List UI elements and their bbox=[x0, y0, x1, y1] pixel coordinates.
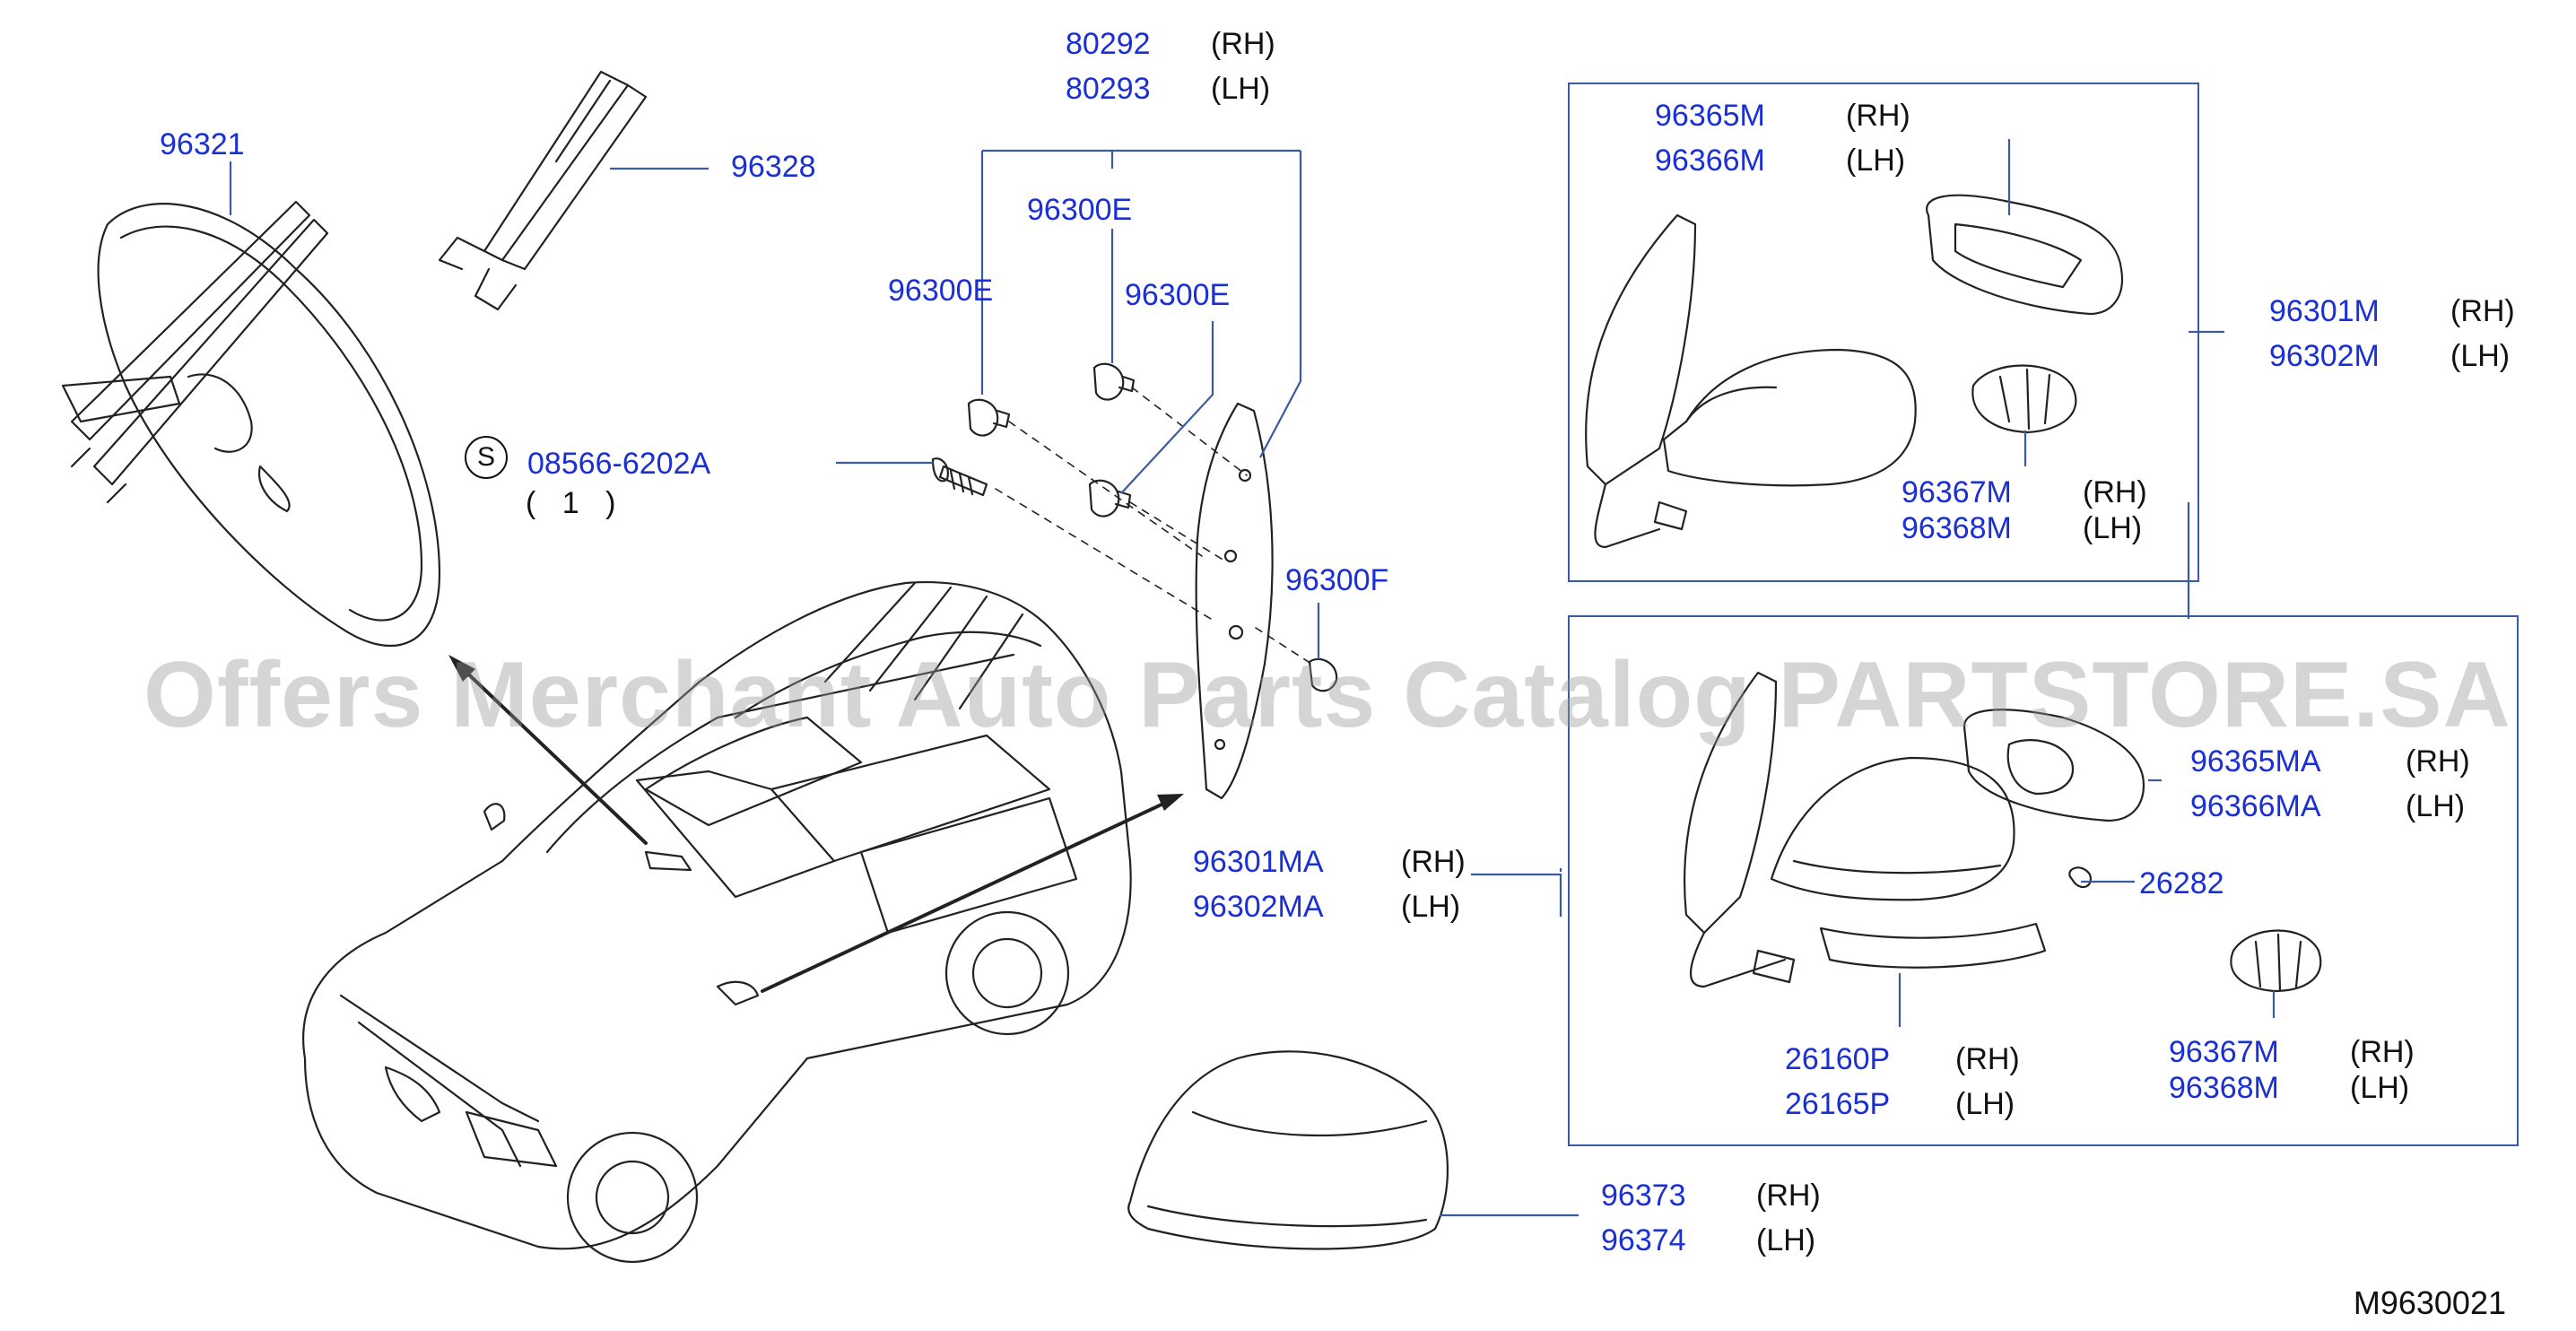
lower-assembly-box bbox=[1568, 615, 2519, 1146]
label-96373[interactable]: 96373 bbox=[1601, 1179, 1686, 1213]
side-96368m-bottom: (LH) bbox=[2350, 1071, 2410, 1105]
label-96300f[interactable]: 96300F bbox=[1285, 563, 1389, 597]
label-96365m[interactable]: 96365M bbox=[1655, 99, 1765, 133]
mirror-assembly-top-drawing bbox=[1585, 194, 2124, 549]
side-96365m: (RH) bbox=[1846, 99, 1910, 133]
upper-assembly-box bbox=[1568, 83, 2199, 582]
label-96367m-top[interactable]: 96367M bbox=[1902, 475, 2012, 509]
rear-view-mirror-drawing bbox=[61, 200, 441, 648]
label-26282[interactable]: 26282 bbox=[2139, 866, 2224, 900]
label-96301ma[interactable]: 96301MA bbox=[1193, 845, 1324, 879]
assembly-lines bbox=[995, 387, 1312, 665]
label-96301m[interactable]: 96301M bbox=[2269, 294, 2380, 328]
label-96300e-right[interactable]: 96300E bbox=[1125, 278, 1231, 312]
arrowheads bbox=[448, 655, 1184, 811]
side-96301m: (RH) bbox=[2450, 294, 2515, 328]
label-26160p[interactable]: 26160P bbox=[1785, 1042, 1891, 1076]
mirror-cover-drawing bbox=[1127, 1050, 1449, 1250]
side-96301ma: (RH) bbox=[1401, 845, 1466, 879]
mirror-assembly-bottom-drawing bbox=[1684, 671, 2322, 993]
bracket-drawing bbox=[438, 70, 648, 311]
label-96374[interactable]: 96374 bbox=[1601, 1223, 1686, 1257]
leader-lines bbox=[229, 139, 2276, 1217]
mirror-base-gasket-drawing bbox=[1195, 402, 1274, 800]
watermark: Offers Merchant Auto Parts Catalog PARTS… bbox=[144, 643, 2511, 747]
label-96366m[interactable]: 96366M bbox=[1655, 144, 1765, 178]
label-08566-6202a[interactable]: 08566-6202A bbox=[527, 447, 711, 481]
label-96321[interactable]: 96321 bbox=[160, 127, 245, 161]
label-96366ma[interactable]: 96366MA bbox=[2190, 789, 2321, 823]
side-96302ma: (LH) bbox=[1401, 890, 1461, 924]
standard-part-symbol: S bbox=[465, 436, 508, 479]
side-96366m: (LH) bbox=[1846, 144, 1906, 178]
label-80292[interactable]: 80292 bbox=[1066, 27, 1151, 61]
side-96365ma: (RH) bbox=[2406, 744, 2470, 779]
side-96366ma: (LH) bbox=[2406, 789, 2466, 823]
label-96365ma[interactable]: 96365MA bbox=[2190, 744, 2321, 779]
label-96302m[interactable]: 96302M bbox=[2269, 339, 2380, 373]
diagram-code: M9630021 bbox=[2353, 1284, 2506, 1321]
label-96300e-left[interactable]: 96300E bbox=[888, 274, 994, 308]
side-80292: (RH) bbox=[1211, 27, 1275, 61]
side-26160p: (RH) bbox=[1955, 1042, 2020, 1076]
side-96367m-bottom: (RH) bbox=[2350, 1035, 2415, 1069]
label-96368m-top[interactable]: 96368M bbox=[1902, 511, 2012, 545]
label-96368m-bottom[interactable]: 96368M bbox=[2169, 1071, 2279, 1105]
label-96302ma[interactable]: 96302MA bbox=[1193, 890, 1324, 924]
side-26165p: (LH) bbox=[1955, 1087, 2015, 1121]
callout-arrows bbox=[456, 662, 1177, 993]
quantity-label: ( 1 ) bbox=[526, 486, 625, 520]
side-80293: (LH) bbox=[1211, 72, 1271, 106]
side-96374: (LH) bbox=[1756, 1223, 1816, 1257]
side-96367m-top: (RH) bbox=[2083, 475, 2147, 509]
vehicle-drawing bbox=[302, 580, 1132, 1264]
clip-drawing bbox=[967, 362, 1338, 692]
label-96328[interactable]: 96328 bbox=[731, 150, 816, 184]
side-96373: (RH) bbox=[1756, 1179, 1821, 1213]
label-26165p[interactable]: 26165P bbox=[1785, 1087, 1891, 1121]
side-96302m: (LH) bbox=[2450, 339, 2511, 373]
side-96368m-top: (LH) bbox=[2083, 511, 2143, 545]
label-96367m-bottom[interactable]: 96367M bbox=[2169, 1035, 2279, 1069]
label-96300e-center[interactable]: 96300E bbox=[1027, 193, 1133, 227]
screw-drawing bbox=[931, 457, 988, 497]
label-80293[interactable]: 80293 bbox=[1066, 72, 1151, 106]
